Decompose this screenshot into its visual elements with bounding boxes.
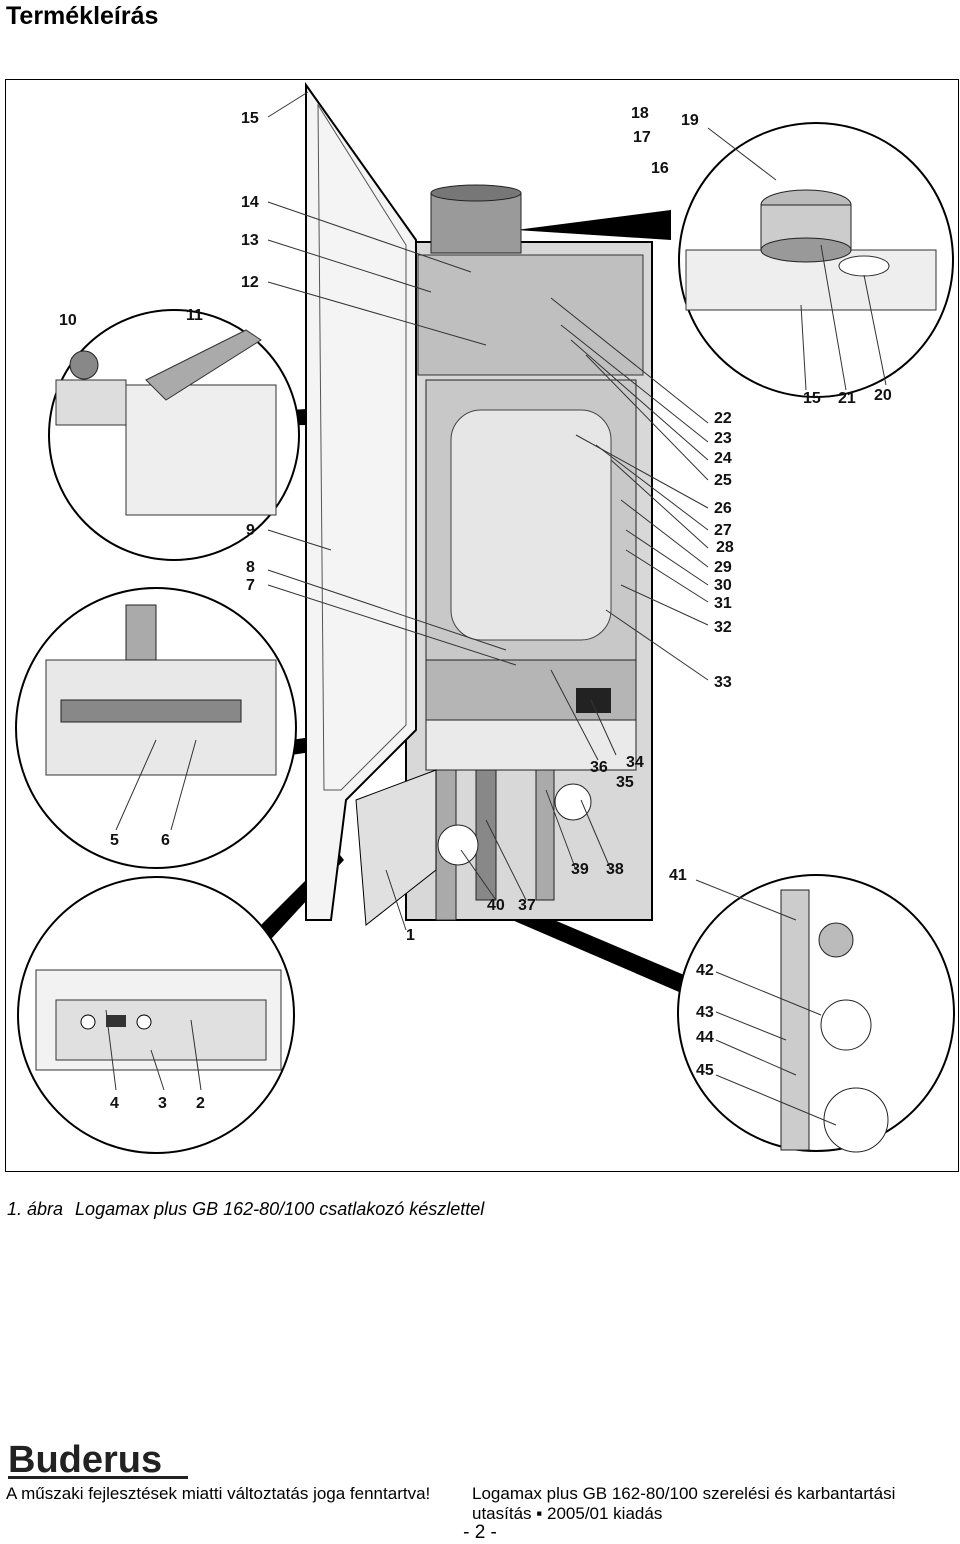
callout-label: 24 (714, 450, 732, 467)
callout-label: 22 (714, 410, 732, 427)
callout-label: 6 (161, 832, 170, 849)
callout-label: 16 (651, 160, 669, 177)
callout-label: 2 (196, 1095, 205, 1112)
callout-label: 1 (406, 927, 415, 944)
callout-label: 31 (714, 595, 732, 612)
callout-label: 15 (803, 390, 821, 407)
callout-label: 4 (110, 1095, 119, 1112)
page-title: Termékleírás (6, 2, 159, 30)
callout-label: 41 (669, 867, 687, 884)
footer-notice: A műszaki fejlesztések miatti változtatá… (6, 1484, 431, 1503)
callout-label: 21 (838, 390, 856, 407)
callout-label: 44 (696, 1029, 714, 1046)
callout-label: 27 (714, 522, 732, 539)
callout-label: 20 (874, 387, 892, 404)
callout-label: 30 (714, 577, 732, 594)
callout-label: 33 (714, 674, 732, 691)
logo-wordmark: Buderus (8, 1440, 162, 1480)
callout-label: 26 (714, 500, 732, 517)
callout-label: 8 (246, 559, 255, 576)
callout-label: 7 (246, 577, 255, 594)
callout-label: 11 (186, 307, 203, 324)
callout-label: 45 (696, 1062, 714, 1079)
page-number: - 2 - (463, 1522, 497, 1543)
boiler-illustration: 1234567891011121314151516171819202122232… (15, 81, 955, 1154)
figure-caption: 1. ábra Logamax plus GB 162-80/100 csatla… (7, 1199, 484, 1220)
callout-label: 43 (696, 1004, 714, 1021)
callout-label: 12 (241, 274, 259, 291)
callout-label: 25 (714, 472, 732, 489)
buderus-logo: Buderus (6, 1439, 191, 1485)
figure-title: Logamax plus GB 162-80/100 csatlakozó ké… (75, 1199, 485, 1219)
callout-label: 3 (158, 1095, 167, 1112)
callout-label: 36 (590, 759, 608, 776)
callout-label: 28 (716, 539, 734, 556)
callout-label: 13 (241, 232, 259, 249)
callout-label: 32 (714, 619, 732, 636)
callout-label: 10 (59, 312, 77, 329)
callout-label: 18 (631, 105, 649, 122)
callout-label: 39 (571, 861, 589, 878)
figure-number: 1. ábra (7, 1199, 64, 1219)
callout-label: 14 (241, 194, 259, 211)
callout-label: 29 (714, 559, 732, 576)
callout-label: 40 (487, 897, 505, 914)
callout-label: 17 (633, 129, 651, 146)
callout-label: 38 (606, 861, 624, 878)
callout-label: 23 (714, 430, 732, 447)
callout-label: 35 (616, 774, 634, 791)
footer-document-info: Logamax plus GB 162-80/100 szerelési és … (472, 1484, 896, 1523)
callout-label: 5 (110, 832, 119, 849)
callout-label: 19 (681, 112, 699, 129)
callout-label: 37 (518, 897, 536, 914)
callout-label: 42 (696, 962, 714, 979)
callout-label: 34 (626, 754, 644, 771)
callout-label: 15 (241, 110, 259, 127)
callout-label: 9 (246, 522, 255, 539)
